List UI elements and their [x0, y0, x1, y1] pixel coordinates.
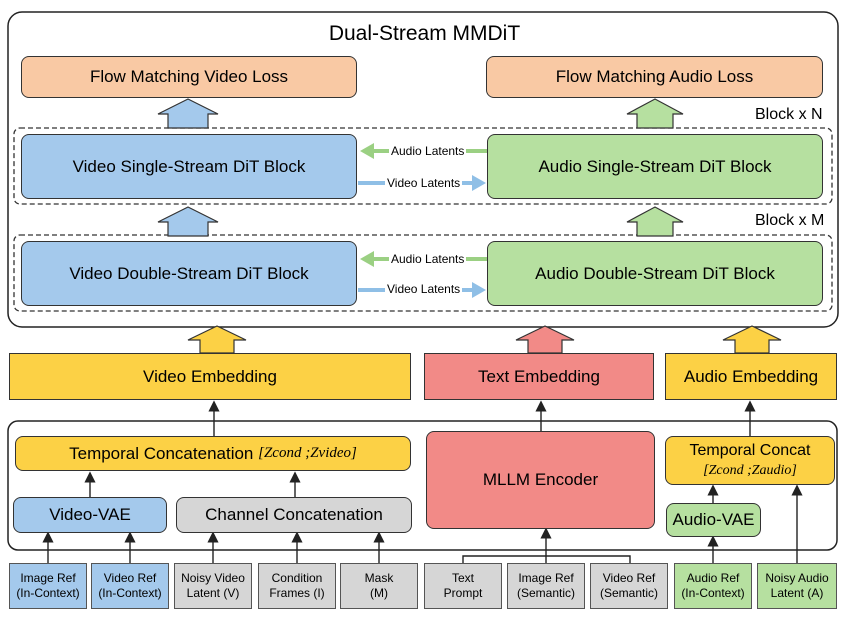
input-image-ref-semantic: Image Ref(Semantic)	[507, 563, 585, 609]
audio-latents-label-single: Audio Latents	[389, 144, 467, 158]
input-line1: Noisy Audio	[765, 571, 829, 585]
input-line1: Video Ref	[602, 571, 656, 585]
video-embedding-box: Video Embedding	[9, 353, 411, 400]
input-line1: Image Ref	[20, 571, 76, 585]
video-loss-box: Flow Matching Video Loss	[21, 56, 357, 98]
video-vae-box: Video-VAE	[13, 497, 167, 533]
input-line1: Audio Ref	[686, 571, 740, 585]
input-line2: Latent (V)	[186, 586, 240, 600]
mmdit-frame	[7, 11, 839, 328]
block-m-label: Block x M	[752, 212, 828, 230]
audio-double-block: Audio Double-Stream DiT Block	[487, 241, 823, 306]
mllm-encoder-box: MLLM Encoder	[426, 431, 655, 529]
input-line1: Image Ref	[518, 571, 574, 585]
up-arrow-audio-embed	[722, 325, 782, 354]
block-n-frame	[13, 127, 833, 205]
mmdit-title: Dual-Stream MMDiT	[328, 22, 521, 45]
temporal-concat-video-box: Temporal Concatenation [Zcond ;Zvideo]	[15, 436, 411, 471]
temporal-concat-audio-label: Temporal Concat	[689, 441, 811, 459]
encoder-frame	[7, 420, 838, 551]
input-line2: (In-Context)	[16, 586, 80, 600]
text-embedding-box: Text Embedding	[424, 353, 654, 400]
input-line2: Prompt	[443, 586, 483, 600]
input-line2: (Semantic)	[599, 586, 658, 600]
up-arrow-audio-loss	[626, 98, 684, 129]
up-arrow-video-embed	[187, 325, 247, 354]
video-double-block: Video Double-Stream DiT Block	[21, 241, 357, 306]
input-line2: Frames (I)	[269, 586, 325, 600]
audio-loss-box: Flow Matching Audio Loss	[486, 56, 823, 98]
input-line1: Noisy Video	[181, 571, 245, 585]
temporal-concat-video-label: Temporal Concatenation	[69, 443, 254, 463]
input-video-ref-incontext: Video Ref(In-Context)	[91, 563, 169, 609]
temporal-concat-audio-formula: [Zcond ;Zaudio]	[703, 462, 797, 478]
temporal-concat-video-formula: [Zcond ;Zvideo]	[258, 445, 357, 461]
audio-latents-label-double: Audio Latents	[389, 252, 467, 266]
up-arrow-text-embed	[515, 325, 575, 354]
input-mask: Mask(M)	[340, 563, 418, 609]
audio-vae-box: Audio-VAE	[666, 503, 761, 537]
block-n-label: Block x N	[752, 106, 826, 124]
input-line2: (M)	[370, 586, 388, 600]
input-line2: Latent (A)	[770, 586, 824, 600]
input-video-ref-semantic: Video Ref(Semantic)	[590, 563, 668, 609]
temporal-concat-audio-box: Temporal Concat [Zcond ;Zaudio]	[665, 436, 835, 485]
channel-concat-box: Channel Concatenation	[176, 497, 412, 533]
block-m-frame	[13, 234, 833, 312]
input-line2: (In-Context)	[98, 586, 162, 600]
audio-single-block: Audio Single-Stream DiT Block	[487, 134, 823, 199]
video-latents-label-single: Video Latents	[385, 176, 463, 190]
input-line1: Mask	[364, 571, 394, 585]
video-single-block: Video Single-Stream DiT Block	[21, 134, 357, 199]
video-latents-label-double: Video Latents	[385, 282, 463, 296]
up-arrow-video-single	[157, 206, 219, 237]
input-audio-ref-incontext: Audio Ref(In-Context)	[674, 563, 752, 609]
input-line1: Video Ref	[103, 571, 157, 585]
audio-embedding-box: Audio Embedding	[665, 353, 837, 400]
input-image-ref-incontext: Image Ref(In-Context)	[9, 563, 87, 609]
up-arrow-audio-single	[626, 206, 684, 237]
input-line1: Condition	[271, 571, 323, 585]
input-line1: Text	[451, 571, 474, 585]
input-line2: (Semantic)	[516, 586, 575, 600]
input-line2: (In-Context)	[681, 586, 745, 600]
up-arrow-video-loss	[157, 98, 219, 129]
